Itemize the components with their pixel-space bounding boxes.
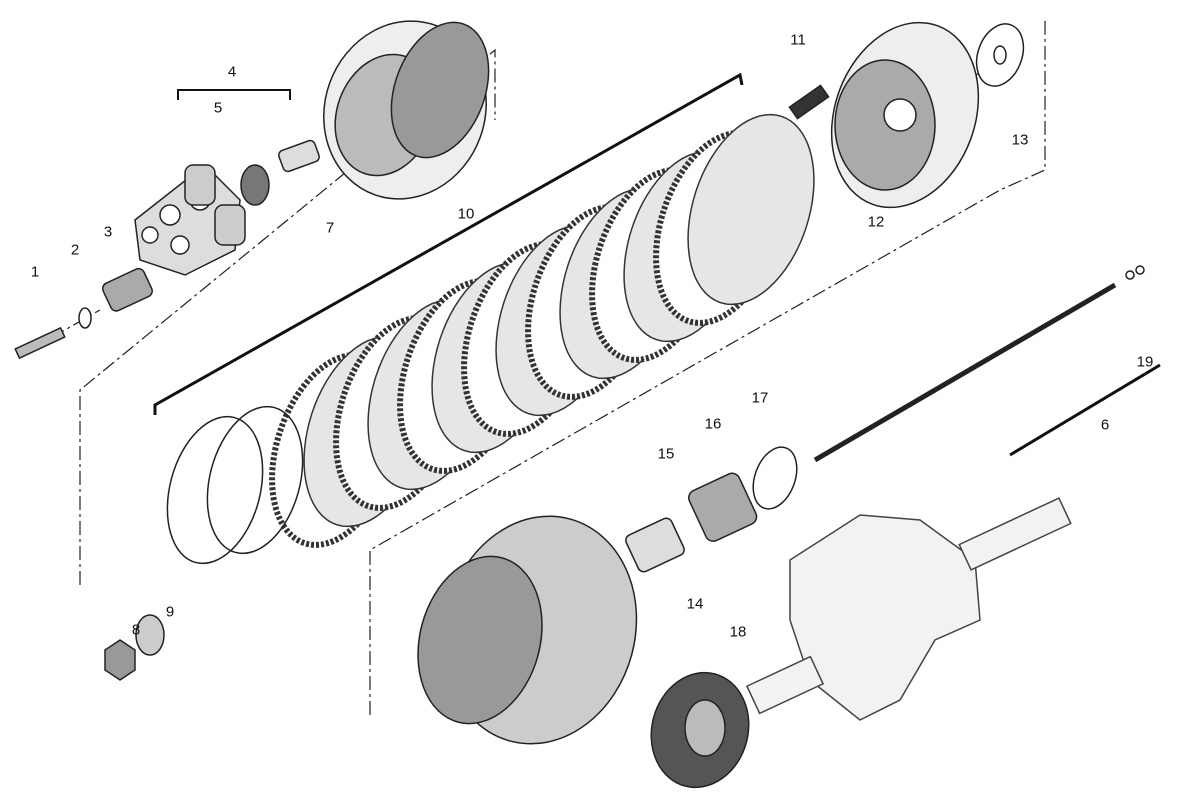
bracket-6 — [1009, 363, 1161, 457]
callout-3: 3 — [103, 223, 113, 241]
bracket-10 — [153, 72, 744, 415]
clutch-plate-stack — [269, 113, 815, 548]
callout-8: 8 — [131, 621, 141, 639]
callout-13: 13 — [1011, 131, 1029, 149]
guide-upper-left — [79, 48, 496, 585]
callout-11: 11 — [790, 31, 806, 49]
callout-10: 10 — [457, 205, 475, 223]
clutch-housing — [417, 515, 638, 745]
callout-16: 16 — [704, 415, 722, 433]
callout-14: 14 — [686, 595, 704, 613]
bracket-4 — [177, 89, 291, 100]
primary-gear — [650, 671, 750, 789]
pressure-plate — [323, 20, 490, 200]
callout-19: 19 — [1136, 353, 1154, 371]
callout-1: 1 — [30, 263, 40, 281]
callout-9: 9 — [165, 603, 175, 621]
steel-plate — [687, 113, 815, 306]
callout-15: 15 — [657, 445, 675, 463]
crankshaft — [745, 497, 1072, 721]
inner-hub — [830, 21, 980, 209]
callout-2: 2 — [70, 241, 80, 259]
callout-6: 6 — [1100, 416, 1110, 434]
callout-17: 17 — [751, 389, 769, 407]
bracket-lines — [153, 72, 1161, 457]
callout-18: 18 — [729, 623, 747, 641]
spring-plate — [134, 163, 246, 276]
guide-lower-right — [369, 20, 1046, 715]
callout-4: 4 — [227, 63, 237, 81]
callout-12: 12 — [867, 213, 885, 231]
small-parts — [14, 23, 1145, 681]
callout-7: 7 — [325, 219, 335, 237]
callout-5: 5 — [213, 99, 223, 117]
